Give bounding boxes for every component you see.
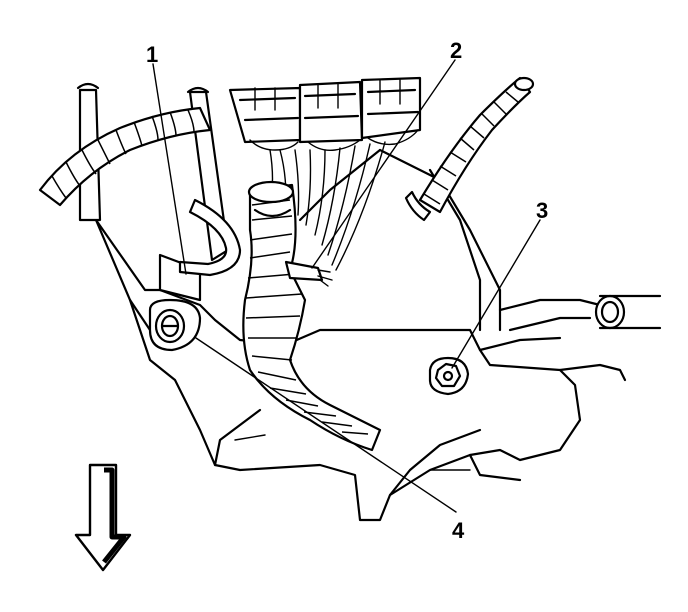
ground-wire [178,198,242,277]
part-3-bolt [428,356,470,396]
bracket-panel [94,218,627,522]
wire-cut-end [284,260,333,287]
callout-labels: 1 2 3 4 [146,38,548,543]
arrow-down-outline-icon [74,463,132,572]
leader-line-2 [311,59,456,269]
harness-upper-left [38,106,212,207]
harness-right [404,76,535,222]
leader-line-4 [195,337,457,513]
callout-1: 1 [146,42,158,67]
connector-block [228,76,422,152]
leader-lines [152,59,541,513]
callout-4: 4 [452,518,465,543]
callout-3: 3 [536,198,548,223]
callout-2: 2 [450,38,462,63]
leader-line-3 [451,219,541,369]
part-4-fastener [148,298,202,352]
leader-line-1 [152,63,187,275]
harness-main [242,180,382,452]
